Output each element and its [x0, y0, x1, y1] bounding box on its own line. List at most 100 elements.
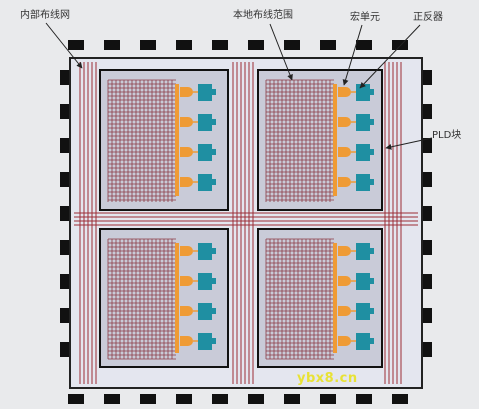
product-term-column — [333, 84, 337, 196]
flipflop — [356, 273, 370, 290]
flipflop-output — [370, 149, 374, 155]
flipflop-output — [212, 149, 216, 155]
macro-cell-gate — [338, 276, 351, 286]
macro-cell-gate — [180, 87, 193, 97]
flipflop — [356, 174, 370, 191]
flipflop-output — [370, 89, 374, 95]
io-pad — [422, 172, 432, 187]
label-macro-cell: 宏单元 — [350, 12, 380, 23]
leader-internal-routing — [45, 22, 83, 69]
io-pad — [422, 138, 432, 153]
leader-lines — [45, 22, 433, 150]
watermark-text: ybx8.cn — [297, 371, 358, 386]
io-pad — [60, 308, 70, 323]
macro-cell-gate — [180, 177, 193, 187]
flipflop-output — [212, 248, 216, 254]
flipflop-output — [370, 248, 374, 254]
io-pad — [60, 138, 70, 153]
io-pad — [356, 394, 372, 404]
pld-block — [257, 69, 383, 211]
io-pad — [140, 394, 156, 404]
flipflop-output — [212, 278, 216, 284]
flipflop — [198, 333, 212, 350]
macro-cell-gate — [180, 117, 193, 127]
flipflop-output — [212, 89, 216, 95]
flipflop — [198, 84, 212, 101]
flipflop — [356, 84, 370, 101]
flipflop — [356, 303, 370, 320]
io-pad — [68, 40, 84, 50]
macro-cell-gate — [338, 147, 351, 157]
io-pad — [320, 394, 336, 404]
io-pad — [212, 40, 228, 50]
product-term-column — [175, 243, 179, 353]
flipflop-output — [370, 179, 374, 185]
macro-cell-gate — [338, 336, 351, 346]
flipflop-output — [212, 338, 216, 344]
io-pad — [284, 40, 300, 50]
io-pad — [248, 394, 264, 404]
flipflop — [356, 114, 370, 131]
io-pad — [422, 274, 432, 289]
product-term-column — [333, 243, 337, 353]
io-pad — [422, 308, 432, 323]
leader-local-routing — [269, 23, 293, 81]
pld-block — [99, 228, 229, 368]
pld-block — [257, 228, 383, 368]
macro-cell-gate — [180, 246, 193, 256]
flipflop — [356, 243, 370, 260]
flipflop-output — [212, 119, 216, 125]
io-pad — [392, 394, 408, 404]
internal-routing-network — [74, 62, 418, 384]
leader-macro-cell — [342, 24, 363, 86]
label-internal-routing-net: 内部布线网 — [20, 10, 70, 21]
macro-cell-gate — [180, 306, 193, 316]
io-pad — [104, 40, 120, 50]
io-pad — [176, 40, 192, 50]
macro-cell-gate — [180, 336, 193, 346]
label-pld-block: PLD块 — [432, 130, 462, 141]
io-pad — [104, 394, 120, 404]
pld-block — [99, 69, 229, 211]
leader-pld-block — [385, 137, 433, 150]
flipflop — [198, 174, 212, 191]
io-pad — [392, 40, 408, 50]
io-pad — [422, 70, 432, 85]
flipflop-output — [370, 278, 374, 284]
flipflop — [356, 144, 370, 161]
io-pad — [422, 240, 432, 255]
io-pad — [60, 342, 70, 357]
io-pad — [60, 104, 70, 119]
io-pad — [60, 206, 70, 221]
macro-cell-gate — [338, 117, 351, 127]
flipflop — [198, 303, 212, 320]
io-pad — [212, 394, 228, 404]
io-pad — [320, 40, 336, 50]
label-inverter: 正反器 — [413, 12, 443, 23]
io-pad — [248, 40, 264, 50]
flipflop — [198, 114, 212, 131]
io-pad — [422, 342, 432, 357]
macro-cell-gate — [338, 246, 351, 256]
macro-cell-gate — [180, 276, 193, 286]
io-pad — [60, 70, 70, 85]
flipflop — [198, 243, 212, 260]
flipflop — [198, 144, 212, 161]
macro-cell-gate — [338, 177, 351, 187]
flipflop-output — [212, 308, 216, 314]
pld-blocks — [99, 69, 383, 368]
flipflop-output — [370, 119, 374, 125]
io-pad — [140, 40, 156, 50]
io-pads — [60, 40, 432, 404]
io-pad — [176, 394, 192, 404]
io-pad — [284, 394, 300, 404]
macro-cell-gate — [180, 147, 193, 157]
flipflop-output — [212, 179, 216, 185]
io-pad — [422, 104, 432, 119]
io-pad — [60, 172, 70, 187]
flipflop-output — [370, 338, 374, 344]
io-pad — [68, 394, 84, 404]
io-pad — [60, 240, 70, 255]
leader-inverter — [359, 24, 421, 89]
